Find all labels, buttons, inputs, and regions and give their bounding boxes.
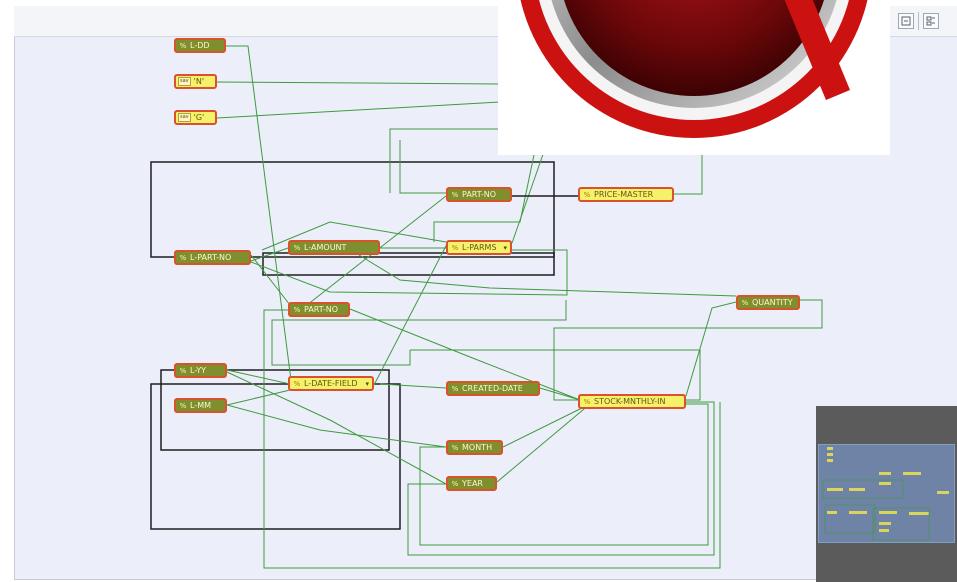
minimap-viewport[interactable] bbox=[818, 444, 955, 543]
node-literal-n[interactable]: sav'N' bbox=[174, 74, 217, 89]
field-icon: % bbox=[450, 443, 460, 453]
node-l-dd[interactable]: %L-DD bbox=[174, 38, 226, 53]
layout-button[interactable] bbox=[923, 13, 939, 29]
node-literal-g[interactable]: sav'G' bbox=[174, 110, 217, 125]
node-label: L-PART-NO bbox=[190, 253, 231, 263]
toolbar-separator bbox=[918, 12, 919, 30]
table-icon: % bbox=[450, 243, 460, 253]
node-label: MONTH bbox=[462, 443, 492, 453]
node-label: L-PARMS bbox=[462, 243, 497, 253]
collapse-button[interactable] bbox=[898, 13, 914, 29]
table-icon: % bbox=[582, 190, 592, 200]
connector bbox=[380, 384, 446, 388]
connector bbox=[227, 370, 290, 384]
dropdown-icon[interactable]: ▾ bbox=[503, 243, 507, 253]
connector bbox=[420, 404, 708, 545]
connector bbox=[227, 405, 446, 447]
field-icon: % bbox=[292, 305, 302, 315]
node-label: 'G' bbox=[194, 113, 205, 123]
node-l-part-no[interactable]: %L-PART-NO bbox=[174, 250, 251, 265]
node-label: STOCK-MNTHLY-IN bbox=[594, 397, 666, 407]
field-icon: % bbox=[178, 401, 188, 411]
node-label: PRICE-MASTER bbox=[594, 190, 653, 200]
field-icon: % bbox=[178, 366, 188, 376]
field-icon: % bbox=[450, 384, 460, 394]
node-label: L-MM bbox=[190, 401, 211, 411]
node-l-yy[interactable]: %L-YY bbox=[174, 363, 227, 378]
field-icon: % bbox=[178, 253, 188, 263]
node-created-date[interactable]: %CREATED-DATE bbox=[446, 381, 540, 396]
node-part-no-top[interactable]: %PART-NO bbox=[446, 187, 512, 202]
node-stock-mnthly-in[interactable]: %STOCK-MNTHLY-IN bbox=[578, 394, 686, 409]
node-l-parms[interactable]: %L-PARMS ▾ bbox=[446, 240, 512, 255]
dropdown-icon[interactable]: ▾ bbox=[365, 379, 369, 389]
node-label: L-AMOUNT bbox=[304, 243, 346, 253]
node-label: CREATED-DATE bbox=[462, 384, 523, 394]
node-l-mm[interactable]: %L-MM bbox=[174, 398, 227, 413]
node-label: L-DD bbox=[190, 41, 210, 51]
node-price-master[interactable]: %PRICE-MASTER bbox=[578, 187, 674, 202]
node-label: PART-NO bbox=[304, 305, 338, 315]
node-label: PART-NO bbox=[462, 190, 496, 200]
field-icon: % bbox=[450, 479, 460, 489]
literal-icon: sav bbox=[178, 77, 191, 86]
connector bbox=[217, 82, 500, 84]
field-icon: % bbox=[292, 243, 302, 253]
connector bbox=[390, 129, 500, 193]
node-part-no-mid[interactable]: %PART-NO bbox=[288, 302, 350, 317]
layout-icon bbox=[926, 16, 936, 26]
node-quantity[interactable]: %QUANTITY bbox=[736, 295, 800, 310]
connector bbox=[226, 46, 292, 388]
node-l-date-field[interactable]: %L-DATE-FIELD ▾ bbox=[288, 376, 374, 391]
node-label: 'N' bbox=[194, 77, 204, 87]
connector bbox=[251, 255, 290, 305]
field-icon: % bbox=[178, 41, 188, 51]
field-icon: % bbox=[450, 190, 460, 200]
node-label: YEAR bbox=[462, 479, 483, 489]
literal-icon: sav bbox=[178, 113, 191, 122]
connector bbox=[674, 155, 702, 194]
view-toolbar bbox=[898, 12, 939, 30]
field-icon: % bbox=[740, 298, 750, 308]
node-l-amount[interactable]: %L-AMOUNT bbox=[288, 240, 380, 255]
connector bbox=[251, 248, 288, 261]
connector bbox=[217, 102, 500, 118]
node-label: QUANTITY bbox=[752, 298, 793, 308]
prohibited-sign-icon bbox=[498, 0, 890, 155]
connector bbox=[400, 140, 446, 193]
node-year[interactable]: %YEAR bbox=[446, 476, 497, 491]
connector bbox=[686, 302, 736, 396]
table-icon: % bbox=[292, 379, 302, 389]
connector bbox=[374, 242, 448, 385]
node-month[interactable]: %MONTH bbox=[446, 440, 503, 455]
connector bbox=[512, 140, 548, 243]
minimap-thumbnail bbox=[819, 445, 956, 544]
collapse-icon bbox=[901, 16, 911, 26]
node-label: L-YY bbox=[190, 366, 206, 376]
connector bbox=[540, 388, 580, 400]
table-icon: % bbox=[582, 397, 592, 407]
node-label: L-DATE-FIELD bbox=[304, 379, 358, 389]
